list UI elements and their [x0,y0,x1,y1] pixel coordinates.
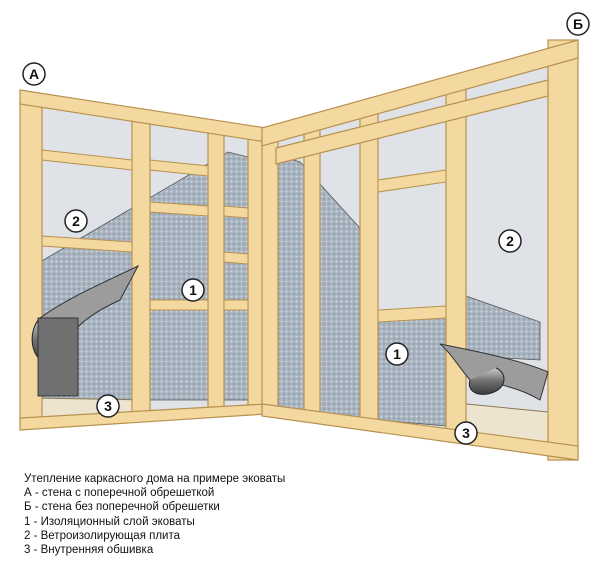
marker-2-wall-b: 2 [498,229,522,253]
caption-item: Б - стена без поперечной обрешетки [24,501,220,514]
wall-a-roll-cut [37,317,79,397]
wall-a-cross-batten [223,299,249,311]
wall-insulation-diagram: А Б 1 1 2 2 3 3 [19,12,590,461]
marker-1-wall-b: 1 [385,342,409,366]
wall-b-stud [303,123,321,415]
wall-b-top-plate [275,79,549,165]
marker-1-wall-a: 1 [181,278,205,302]
marker-3-wall-a-text: 3 [104,398,112,414]
marker-2-wall-a-text: 2 [72,213,80,229]
wall-b-top-plate [261,39,579,147]
wall-a-stud [131,117,151,415]
caption-title: Утепление каркасного дома на примере эко… [24,473,286,485]
wall-b-stud [445,79,467,433]
wall-b-insulation-layer [377,311,447,427]
marker-1-wall-b-text: 1 [393,346,401,362]
wall-b-roll-edge [468,367,505,395]
wall-a-stud [207,129,225,409]
corner-label-wall-a: А [22,62,46,86]
wall-b-cross-member [377,305,447,323]
caption-item: 1 - Изоляционный слой эковаты [24,515,195,528]
marker-1-wall-a-text: 1 [189,282,197,298]
marker-2-wall-b-text: 2 [506,233,514,249]
wall-b [261,39,579,461]
wall-a-cross-batten [149,201,209,217]
marker-3-wall-a: 3 [96,394,120,418]
marker-2-wall-a: 2 [64,209,88,233]
wall-a-cross-batten [149,299,209,311]
wall-b-stud [359,103,379,421]
corner-label-wall-b: Б [566,12,590,36]
marker-3-wall-b: 3 [454,421,478,445]
wall-a-cross-batten [223,205,249,219]
wall-b-stud [547,39,579,461]
wall-a-cross-batten [41,149,133,171]
wall-a-cross-batten [149,159,209,177]
wall-b-stud [261,139,279,411]
corner-label-wall-a-text: А [29,66,39,82]
marker-3-wall-b-text: 3 [462,425,470,441]
caption-item: А - стена с поперечной обрешеткой [24,487,215,500]
caption-item: 2 - Ветроизолирующая плита [24,529,181,542]
corner-label-wall-b-text: Б [573,16,583,32]
wall-a-cross-batten [41,235,133,253]
wall-a-cross-batten [223,251,249,265]
caption-item: 3 - Внутренняя обшивка [24,544,154,557]
caption: Утепление каркасного дома на примере эко… [24,472,584,557]
wall-a [19,89,267,431]
wall-b-window-header [377,169,447,193]
